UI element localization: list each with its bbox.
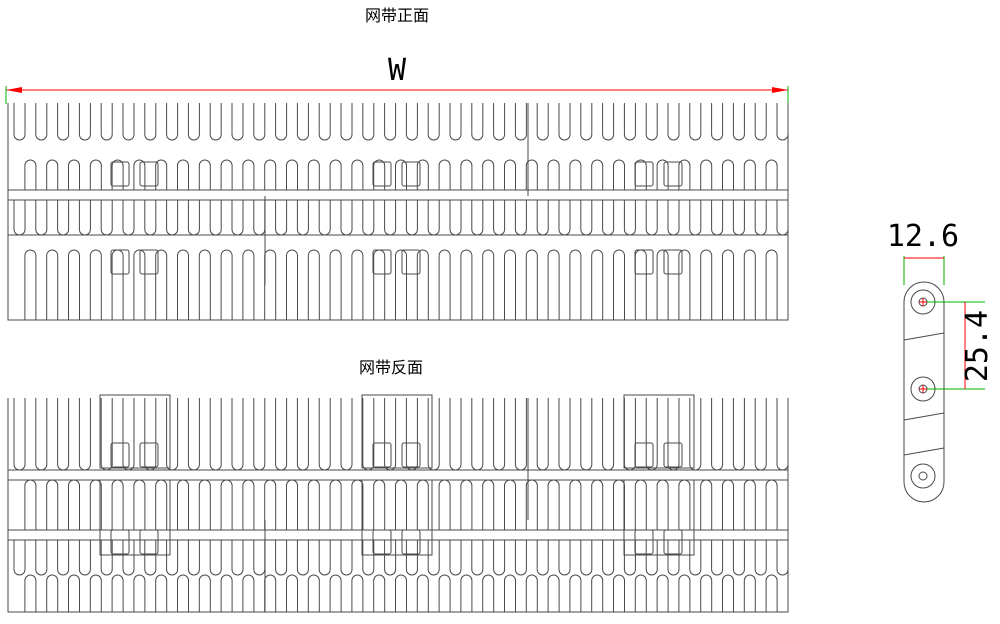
back-view-block (372, 442, 392, 468)
front-view-block (634, 249, 654, 275)
back-view-hinge-lug (361, 394, 433, 469)
back-view-block (401, 442, 421, 468)
front-view-block (110, 249, 130, 275)
front-view-title: 网带正面 (365, 6, 429, 25)
back-view-hinge-lug (99, 394, 171, 469)
back-view-block (139, 529, 159, 555)
front-view-block (401, 249, 421, 275)
back-view-block (372, 529, 392, 555)
back-view-block (139, 442, 159, 468)
belt-side-view: 12.6 25.4 (887, 219, 995, 503)
back-view-hinge-lug (623, 479, 695, 556)
back-view-block (110, 529, 130, 555)
width-label: W (388, 53, 407, 88)
width-dimension: W (5, 53, 789, 104)
front-view-block (634, 161, 654, 187)
front-view-block (401, 161, 421, 187)
front-view-block (663, 249, 683, 275)
front-view-block (372, 249, 392, 275)
back-view-block (663, 529, 683, 555)
back-view-block (634, 442, 654, 468)
front-view-outline (7, 103, 789, 321)
front-view-block (663, 161, 683, 187)
pitch-dimension-label: 25.4 (960, 310, 995, 382)
back-view-block (110, 442, 130, 468)
back-view-block (401, 529, 421, 555)
front-view-block (110, 161, 130, 187)
back-view-block (634, 529, 654, 555)
belt-front-view (7, 103, 789, 321)
hinge-pin-hole-3 (910, 463, 936, 489)
belt-back-view (7, 394, 789, 613)
front-view-block (139, 161, 159, 187)
front-view-block (372, 161, 392, 187)
back-view-title: 网带反面 (359, 358, 423, 377)
thickness-dimension-label: 12.6 (887, 219, 959, 254)
back-view-block (663, 442, 683, 468)
front-view-block (139, 249, 159, 275)
back-view-hinge-lug (361, 479, 433, 556)
back-view-outline (7, 398, 789, 613)
back-view-hinge-lug (623, 394, 695, 469)
back-view-hinge-lug (99, 479, 171, 556)
